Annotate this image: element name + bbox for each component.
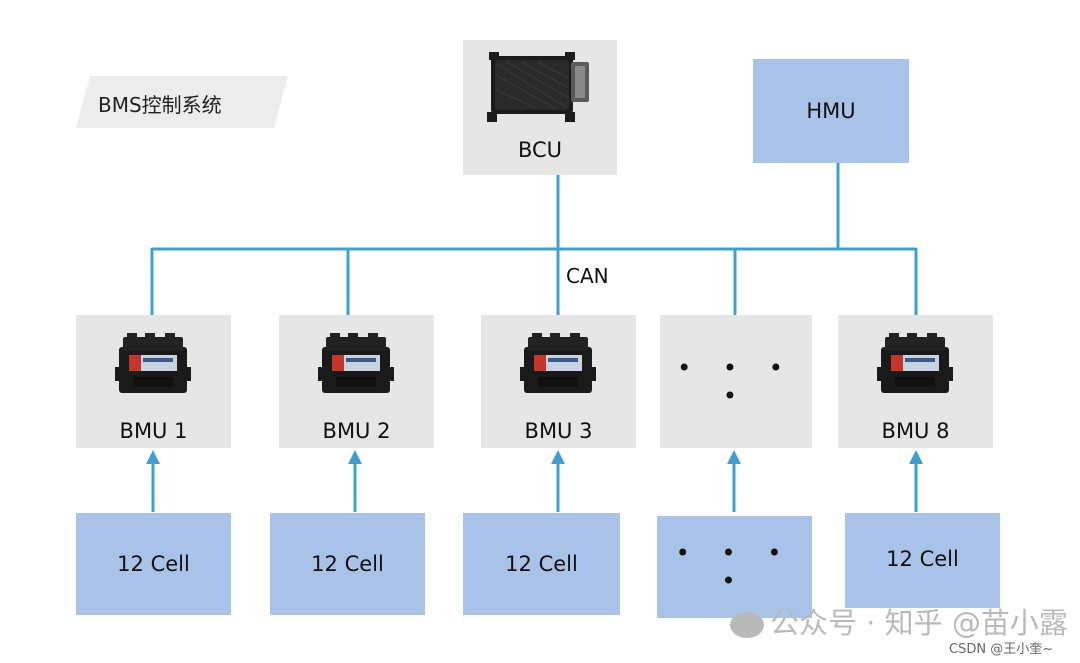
cell-box-2: 12 Cell [270, 513, 425, 615]
bmu-module-icon [115, 333, 191, 393]
ellipsis-dots: • • • • [677, 353, 795, 410]
bmu-box-2: BMU 2 [279, 315, 434, 448]
arrowhead-2 [348, 450, 362, 464]
cell-label: 12 Cell [311, 552, 384, 576]
bmu-module-icon [877, 333, 953, 393]
can-bus-label: CAN [566, 264, 609, 288]
csdn-credit: CSDN @王小奎~ [949, 642, 1054, 657]
cell-label: 12 Cell [505, 552, 578, 576]
bcu-box: BCU [463, 40, 617, 175]
bmu-label: BMU 3 [524, 419, 593, 443]
watermark: 公众号 · 知乎 @苗小露 [730, 600, 1068, 642]
hmu-box: HMU [753, 59, 909, 163]
bmu-label: BMU 2 [322, 419, 391, 443]
cell-box-3: 12 Cell [463, 513, 620, 615]
cell-box-ellipsis: • • • • [657, 516, 812, 618]
bcu-controller-icon [487, 52, 589, 122]
bmu-module-icon [318, 333, 394, 393]
watermark-text: 公众号 · 知乎 @苗小露 [770, 606, 1068, 640]
bmu-box-ellipsis: • • • • [660, 315, 812, 448]
hmu-label: HMU [806, 99, 856, 123]
wechat-icon [730, 612, 764, 638]
arrowhead-5 [909, 450, 923, 464]
bmu-box-1: BMU 1 [76, 315, 231, 448]
arrowhead-4 [727, 450, 741, 464]
bmu-box-8: BMU 8 [838, 315, 993, 448]
arrowhead-3 [551, 450, 565, 464]
ellipsis-dots: • • • • [675, 539, 794, 595]
title-tag-background [76, 76, 288, 128]
bmu-label: BMU 1 [119, 419, 188, 443]
arrowhead-1 [146, 450, 160, 464]
cell-label: 12 Cell [886, 547, 959, 571]
bcu-label: BCU [517, 138, 563, 162]
cell-label: 12 Cell [117, 552, 190, 576]
bmu-module-icon [520, 333, 596, 393]
bmu-label: BMU 8 [881, 419, 950, 443]
diagram-title: BMS控制系统 [98, 93, 222, 117]
cell-box-8: 12 Cell [845, 513, 1000, 608]
cell-box-1: 12 Cell [76, 513, 231, 615]
bmu-box-3: BMU 3 [481, 315, 636, 448]
